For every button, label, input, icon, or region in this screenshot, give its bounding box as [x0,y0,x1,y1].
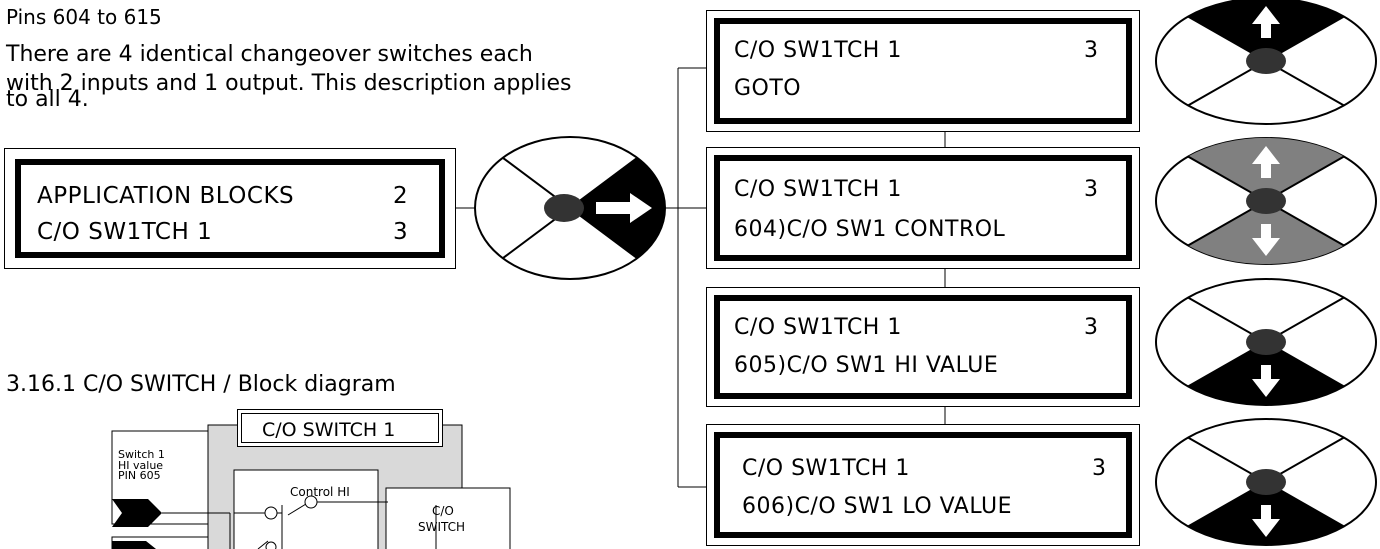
menu-item: 606)C/O SW1 LO VALUE [742,494,1013,519]
menu-screen-lo-value: C/O SW1TCH 1 3 606)C/O SW1 LO VALUE [706,424,1140,546]
description-line-2: with 2 inputs and 1 output. This descrip… [6,71,572,96]
menu-item: GOTO [734,76,802,101]
input-label-line-3: PIN 605 [118,469,161,482]
display-line-1: APPLICATION BLOCKS [37,183,295,209]
menu-level: 3 [1084,177,1099,202]
section-heading: 3.16.1 C/O SWITCH / Block diagram [6,372,396,397]
pins-heading: Pins 604 to 615 [6,5,162,29]
block-title-box: C/O SWITCH 1 [237,409,443,447]
menu-title: C/O SW1TCH 1 [734,38,902,63]
menu-screen-goto: C/O SW1TCH 1 3 GOTO [706,10,1140,132]
display-line-1-level: 2 [393,183,409,209]
description-line-3: to all 4. [6,87,89,112]
menu-title: C/O SW1TCH 1 [742,456,910,481]
main-display: APPLICATION BLOCKS 2 C/O SW1TCH 1 3 [4,148,456,269]
input-label-line-1: Switch 1 [118,448,165,461]
up-arrow-key-icon[interactable] [1155,0,1377,125]
right-arrow-key-icon[interactable] [474,136,666,280]
display-line-2-level: 3 [393,219,409,245]
display-line-2: C/O SW1TCH 1 [37,219,213,245]
block-title: C/O SWITCH 1 [262,419,396,441]
menu-title: C/O SW1TCH 1 [734,177,902,202]
menu-screen-hi-value: C/O SW1TCH 1 3 605)C/O SW1 HI VALUE [706,287,1140,407]
switch-label-line-1: C/O [432,504,454,518]
menu-title: C/O SW1TCH 1 [734,315,902,340]
down-arrow-key-icon[interactable] [1155,278,1377,406]
description-line-1: There are 4 identical changeover switche… [6,42,533,67]
input-label-line-2: HI value [118,459,164,472]
menu-level: 3 [1092,456,1107,481]
menu-item: 605)C/O SW1 HI VALUE [734,353,999,378]
menu-item: 604)C/O SW1 CONTROL [734,217,1006,242]
up-down-arrow-key-icon[interactable] [1155,137,1377,265]
menu-level: 3 [1084,315,1099,340]
down-arrow-key-icon[interactable] [1155,418,1377,546]
menu-level: 3 [1084,38,1099,63]
switch-label-line-2: SWITCH [418,520,466,534]
menu-screen-control: C/O SW1TCH 1 3 604)C/O SW1 CONTROL [706,147,1140,269]
control-label: Control HI [290,485,350,499]
